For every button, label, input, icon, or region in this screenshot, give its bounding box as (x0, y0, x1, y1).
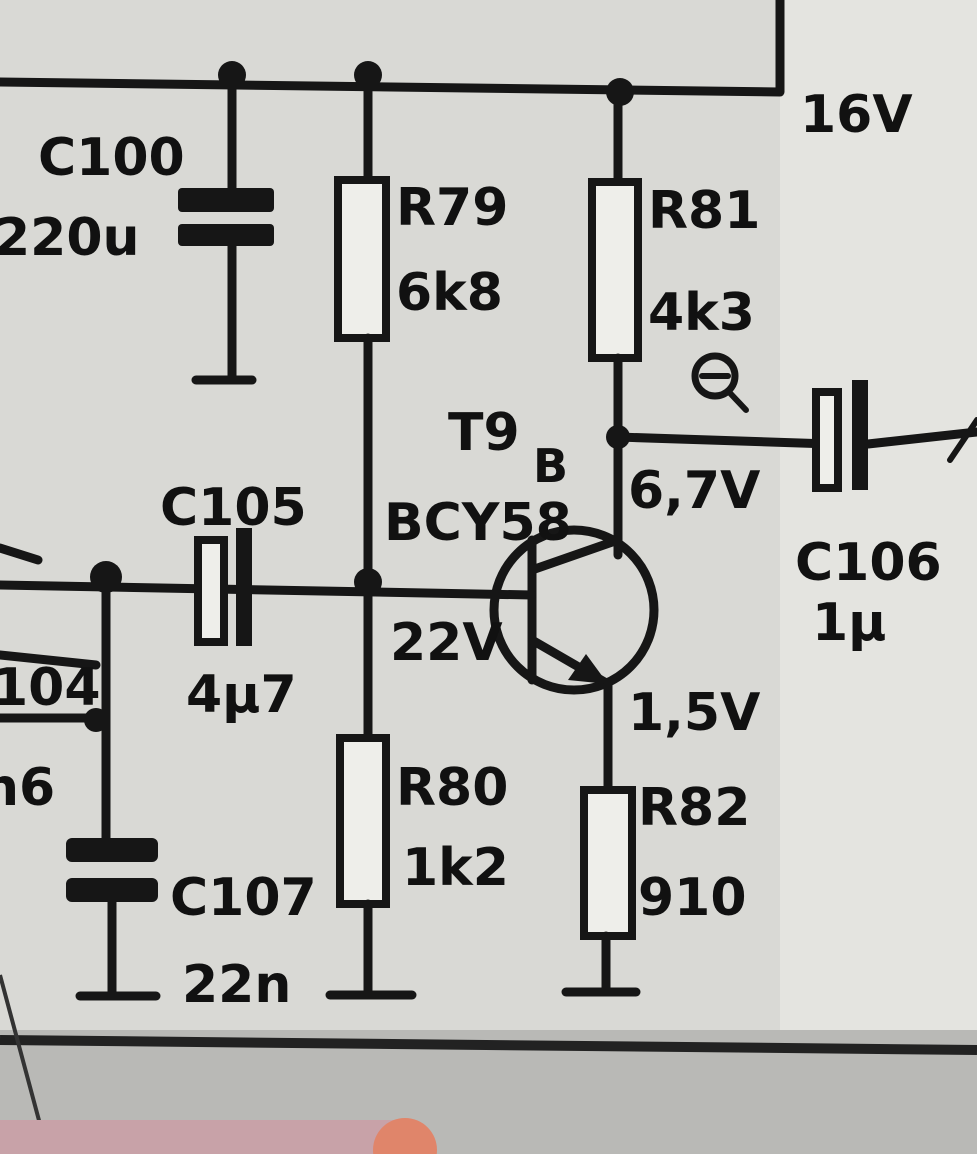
emitter-voltage: 1,5V (628, 683, 760, 743)
c105-value: 4µ7 (186, 665, 297, 725)
c105-ref: C105 (160, 478, 307, 538)
t9-ref: T9 (448, 403, 520, 463)
input-arrow (0, 543, 43, 565)
c107-ref: C107 (170, 868, 317, 928)
junction-dot (606, 78, 634, 106)
c107-capacitor (66, 580, 161, 1001)
collector-wire (613, 432, 835, 449)
r80-resistor (325, 734, 417, 1000)
r82-value: 910 (638, 868, 747, 928)
screen-bar (0, 1120, 400, 1154)
supply-rail (0, 0, 785, 97)
c104-value: n6 (0, 758, 55, 818)
junction-dot (90, 561, 122, 593)
base-voltage: 22V (390, 613, 503, 673)
r82-resistor (561, 786, 641, 997)
screen-indicator (373, 1118, 437, 1154)
r82-ref: R82 (638, 778, 750, 838)
c104-capacitor (0, 650, 101, 723)
r79-ref: R79 (396, 178, 508, 238)
paper-shade (780, 0, 977, 1040)
c100-ref: C100 (38, 128, 185, 188)
r79-resistor (334, 77, 390, 760)
c106-value: 1µ (812, 593, 886, 653)
c105-capacitor (194, 528, 252, 646)
base-wire (0, 580, 537, 600)
collector-voltage: 6,7V (628, 461, 760, 521)
r80-ref: R80 (396, 758, 508, 818)
magnifier-icon (691, 352, 749, 413)
r79-value: 6k8 (396, 263, 503, 323)
t9-type: BCY58 (384, 493, 572, 553)
c106-capacitor (812, 380, 977, 492)
r81-value: 4k3 (648, 283, 755, 343)
screen-bezel (0, 1035, 977, 1055)
t9-pin: B (533, 439, 568, 493)
c107-value: 22n (182, 955, 291, 1015)
junction-dot (84, 708, 108, 732)
t9-transistor (489, 525, 659, 695)
r80-value: 1k2 (402, 838, 509, 898)
c100-capacitor (178, 77, 274, 385)
c104-ref: 104 (0, 658, 101, 718)
junction-dot (354, 61, 382, 89)
junction-dot (354, 568, 382, 596)
c100-value: 220u (0, 208, 140, 268)
r81-resistor (588, 87, 642, 560)
junction-dot (606, 425, 630, 449)
supply-voltage: 16V (800, 85, 913, 145)
junction-dot (218, 61, 246, 89)
c106-ref: C106 (795, 533, 942, 593)
r81-ref: R81 (648, 181, 760, 241)
